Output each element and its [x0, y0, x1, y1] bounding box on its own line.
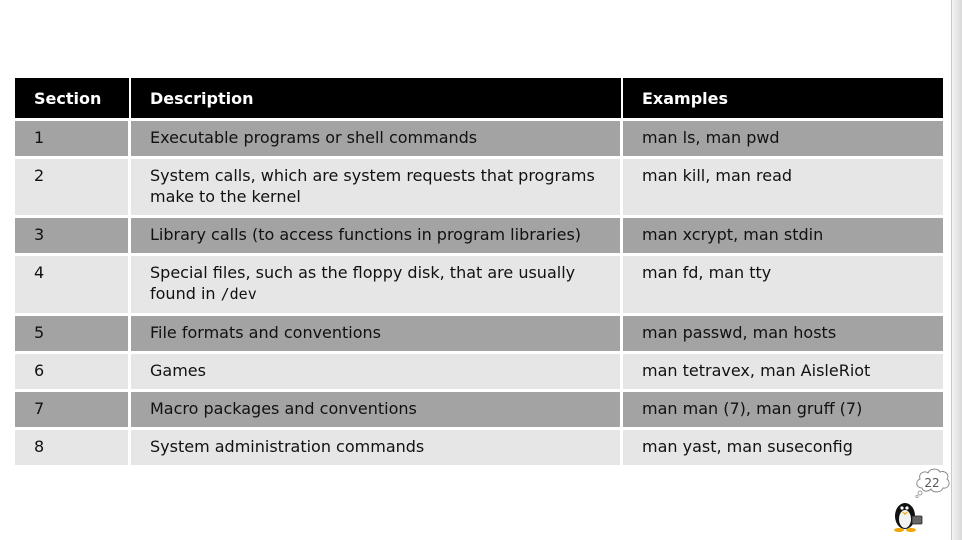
description-text: found in: [150, 284, 221, 303]
section-cell: 7: [15, 389, 131, 427]
table-row: 7 Macro packages and conventions man man…: [15, 389, 943, 427]
section-cell: 1: [15, 118, 131, 156]
section-cell: 2: [15, 156, 131, 215]
section-cell: 8: [15, 427, 131, 465]
header-section: Section: [15, 78, 131, 118]
examples-cell: man ls, man pwd: [623, 118, 943, 156]
header-description: Description: [131, 78, 623, 118]
examples-cell: man tetravex, man AisleRiot: [623, 351, 943, 389]
description-line: Special files, such as the floppy disk, …: [150, 263, 576, 282]
section-cell: 4: [15, 253, 131, 313]
table-row: 3 Library calls (to access functions in …: [15, 215, 943, 253]
description-cell: Library calls (to access functions in pr…: [131, 215, 623, 253]
section-cell: 6: [15, 351, 131, 389]
section-cell: 5: [15, 313, 131, 351]
description-cell: Executable programs or shell commands: [131, 118, 623, 156]
page-number-badge: 22: [914, 466, 952, 499]
table-row: 2 System calls, which are system request…: [15, 156, 943, 215]
thought-cloud-icon: [915, 468, 950, 499]
description-cell: System administration commands: [131, 427, 623, 465]
table-row: 1 Executable programs or shell commands …: [15, 118, 943, 156]
table-row: 8 System administration commands man yas…: [15, 427, 943, 465]
description-line: make to the kernel: [150, 187, 301, 206]
header-examples: Examples: [623, 78, 943, 118]
penguin-icon: [894, 503, 923, 532]
examples-cell: man passwd, man hosts: [623, 313, 943, 351]
man-sections-table: Section Description Examples 1 Executabl…: [15, 78, 943, 465]
examples-cell: man xcrypt, man stdin: [623, 215, 943, 253]
table-row: 4 Special files, such as the floppy disk…: [15, 253, 943, 313]
examples-cell: man kill, man read: [623, 156, 943, 215]
description-cell: Macro packages and conventions: [131, 389, 623, 427]
section-cell: 3: [15, 215, 131, 253]
table-row: 6 Games man tetravex, man AisleRiot: [15, 351, 943, 389]
examples-cell: man yast, man suseconfig: [623, 427, 943, 465]
description-line: found in /dev: [150, 283, 612, 305]
description-cell: Games: [131, 351, 623, 389]
description-line: System calls, which are system requests …: [150, 166, 595, 185]
examples-cell: man fd, man tty: [623, 253, 943, 313]
description-cell: File formats and conventions: [131, 313, 623, 351]
page-number: 22: [924, 476, 940, 490]
table-row: 5 File formats and conventions man passw…: [15, 313, 943, 351]
dev-path-code: /dev: [220, 285, 257, 303]
examples-cell: man man (7), man gruff (7): [623, 389, 943, 427]
description-cell: System calls, which are system requests …: [131, 156, 623, 215]
description-cell: Special files, such as the floppy disk, …: [131, 253, 623, 313]
slide-edge: [951, 0, 962, 540]
table-header-row: Section Description Examples: [15, 78, 943, 118]
